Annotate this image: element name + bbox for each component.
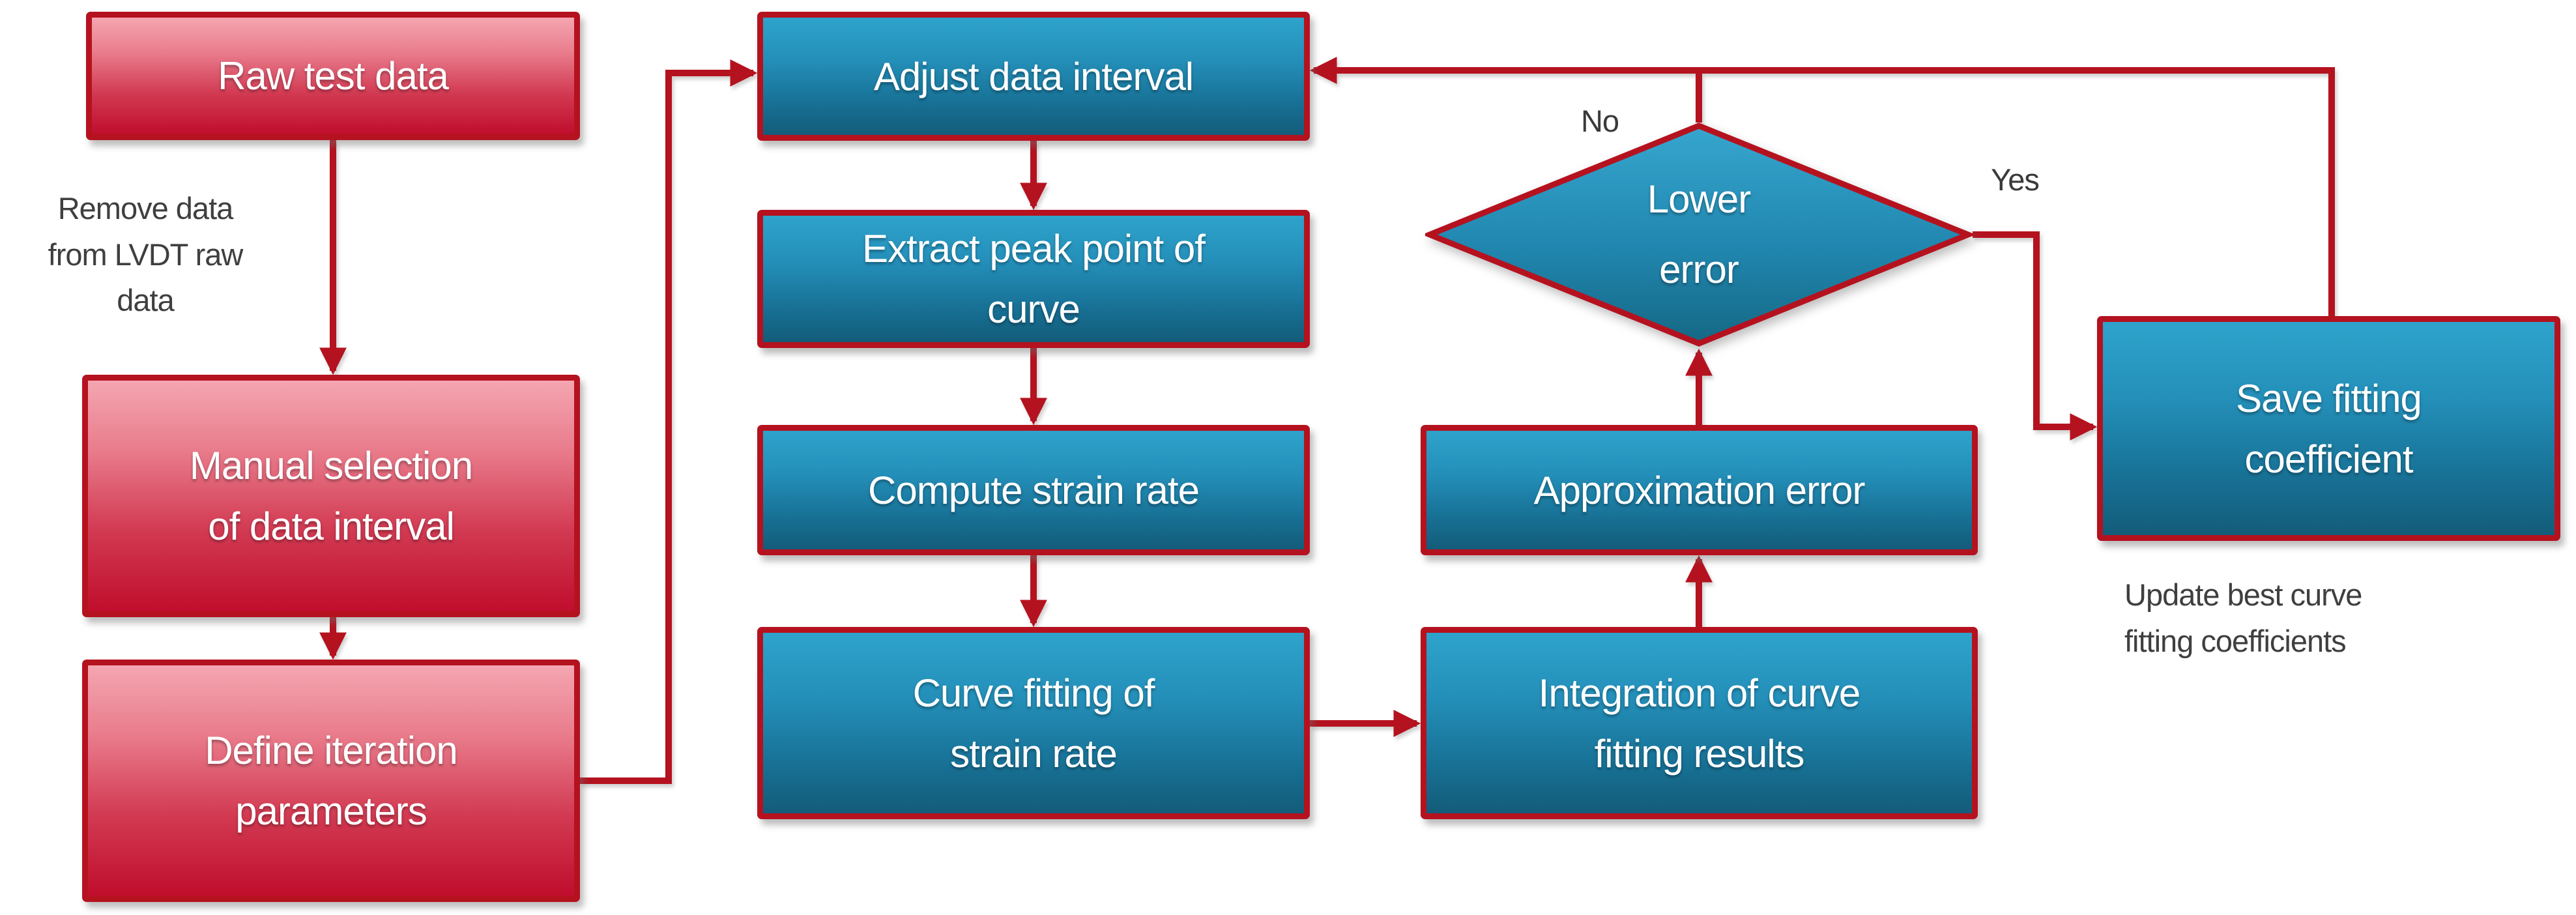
node-label: Extract peak point of curve [862, 227, 1206, 331]
node-label: Manual selection of data interval [189, 444, 473, 548]
node-label: Approximation error [1533, 468, 1866, 512]
no-branch-label: No [1580, 104, 1619, 138]
edge-define-to-adjust [580, 59, 758, 784]
node-label: Compute strain rate [868, 468, 1200, 512]
node-approximation-error: Approximation error [1421, 425, 1978, 555]
yes-branch-label: Yes [1991, 162, 2040, 197]
node-label: Curve fitting of strain rate [912, 671, 1155, 776]
edge-feedback-loop-to-adjust [1309, 57, 2335, 316]
node-label: Save fitting coefficient [2236, 376, 2422, 481]
node-lower-error-decision: Lower error [1425, 123, 1973, 347]
edge-yes-to-save [1973, 231, 2098, 441]
node-label: Adjust data interval [873, 54, 1194, 98]
node-define-iteration: Define iteration parameters [82, 660, 580, 902]
node-extract-peak: Extract peak point of curve [757, 210, 1310, 348]
node-label: Define iteration parameters [205, 729, 458, 833]
remove-data-note: Remove data from LVDT raw data [48, 191, 244, 317]
update-coefficients-note: Update best curve fitting coefficients [2124, 577, 2362, 658]
node-label: Raw test data [218, 54, 449, 98]
node-curve-fitting: Curve fitting of strain rate [757, 627, 1310, 819]
node-raw-test-data: Raw test data [86, 12, 580, 140]
node-integration: Integration of curve fitting results [1421, 627, 1978, 819]
node-compute-strain-rate: Compute strain rate [757, 425, 1310, 555]
node-label: Integration of curve fitting results [1538, 671, 1861, 776]
node-adjust-data-interval: Adjust data interval [757, 12, 1310, 141]
node-save-fitting: Save fitting coefficient [2097, 316, 2560, 541]
diamond-shape [1425, 123, 1973, 347]
node-label: Lower error [1647, 177, 1751, 291]
node-manual-selection: Manual selection of data interval [82, 375, 580, 617]
